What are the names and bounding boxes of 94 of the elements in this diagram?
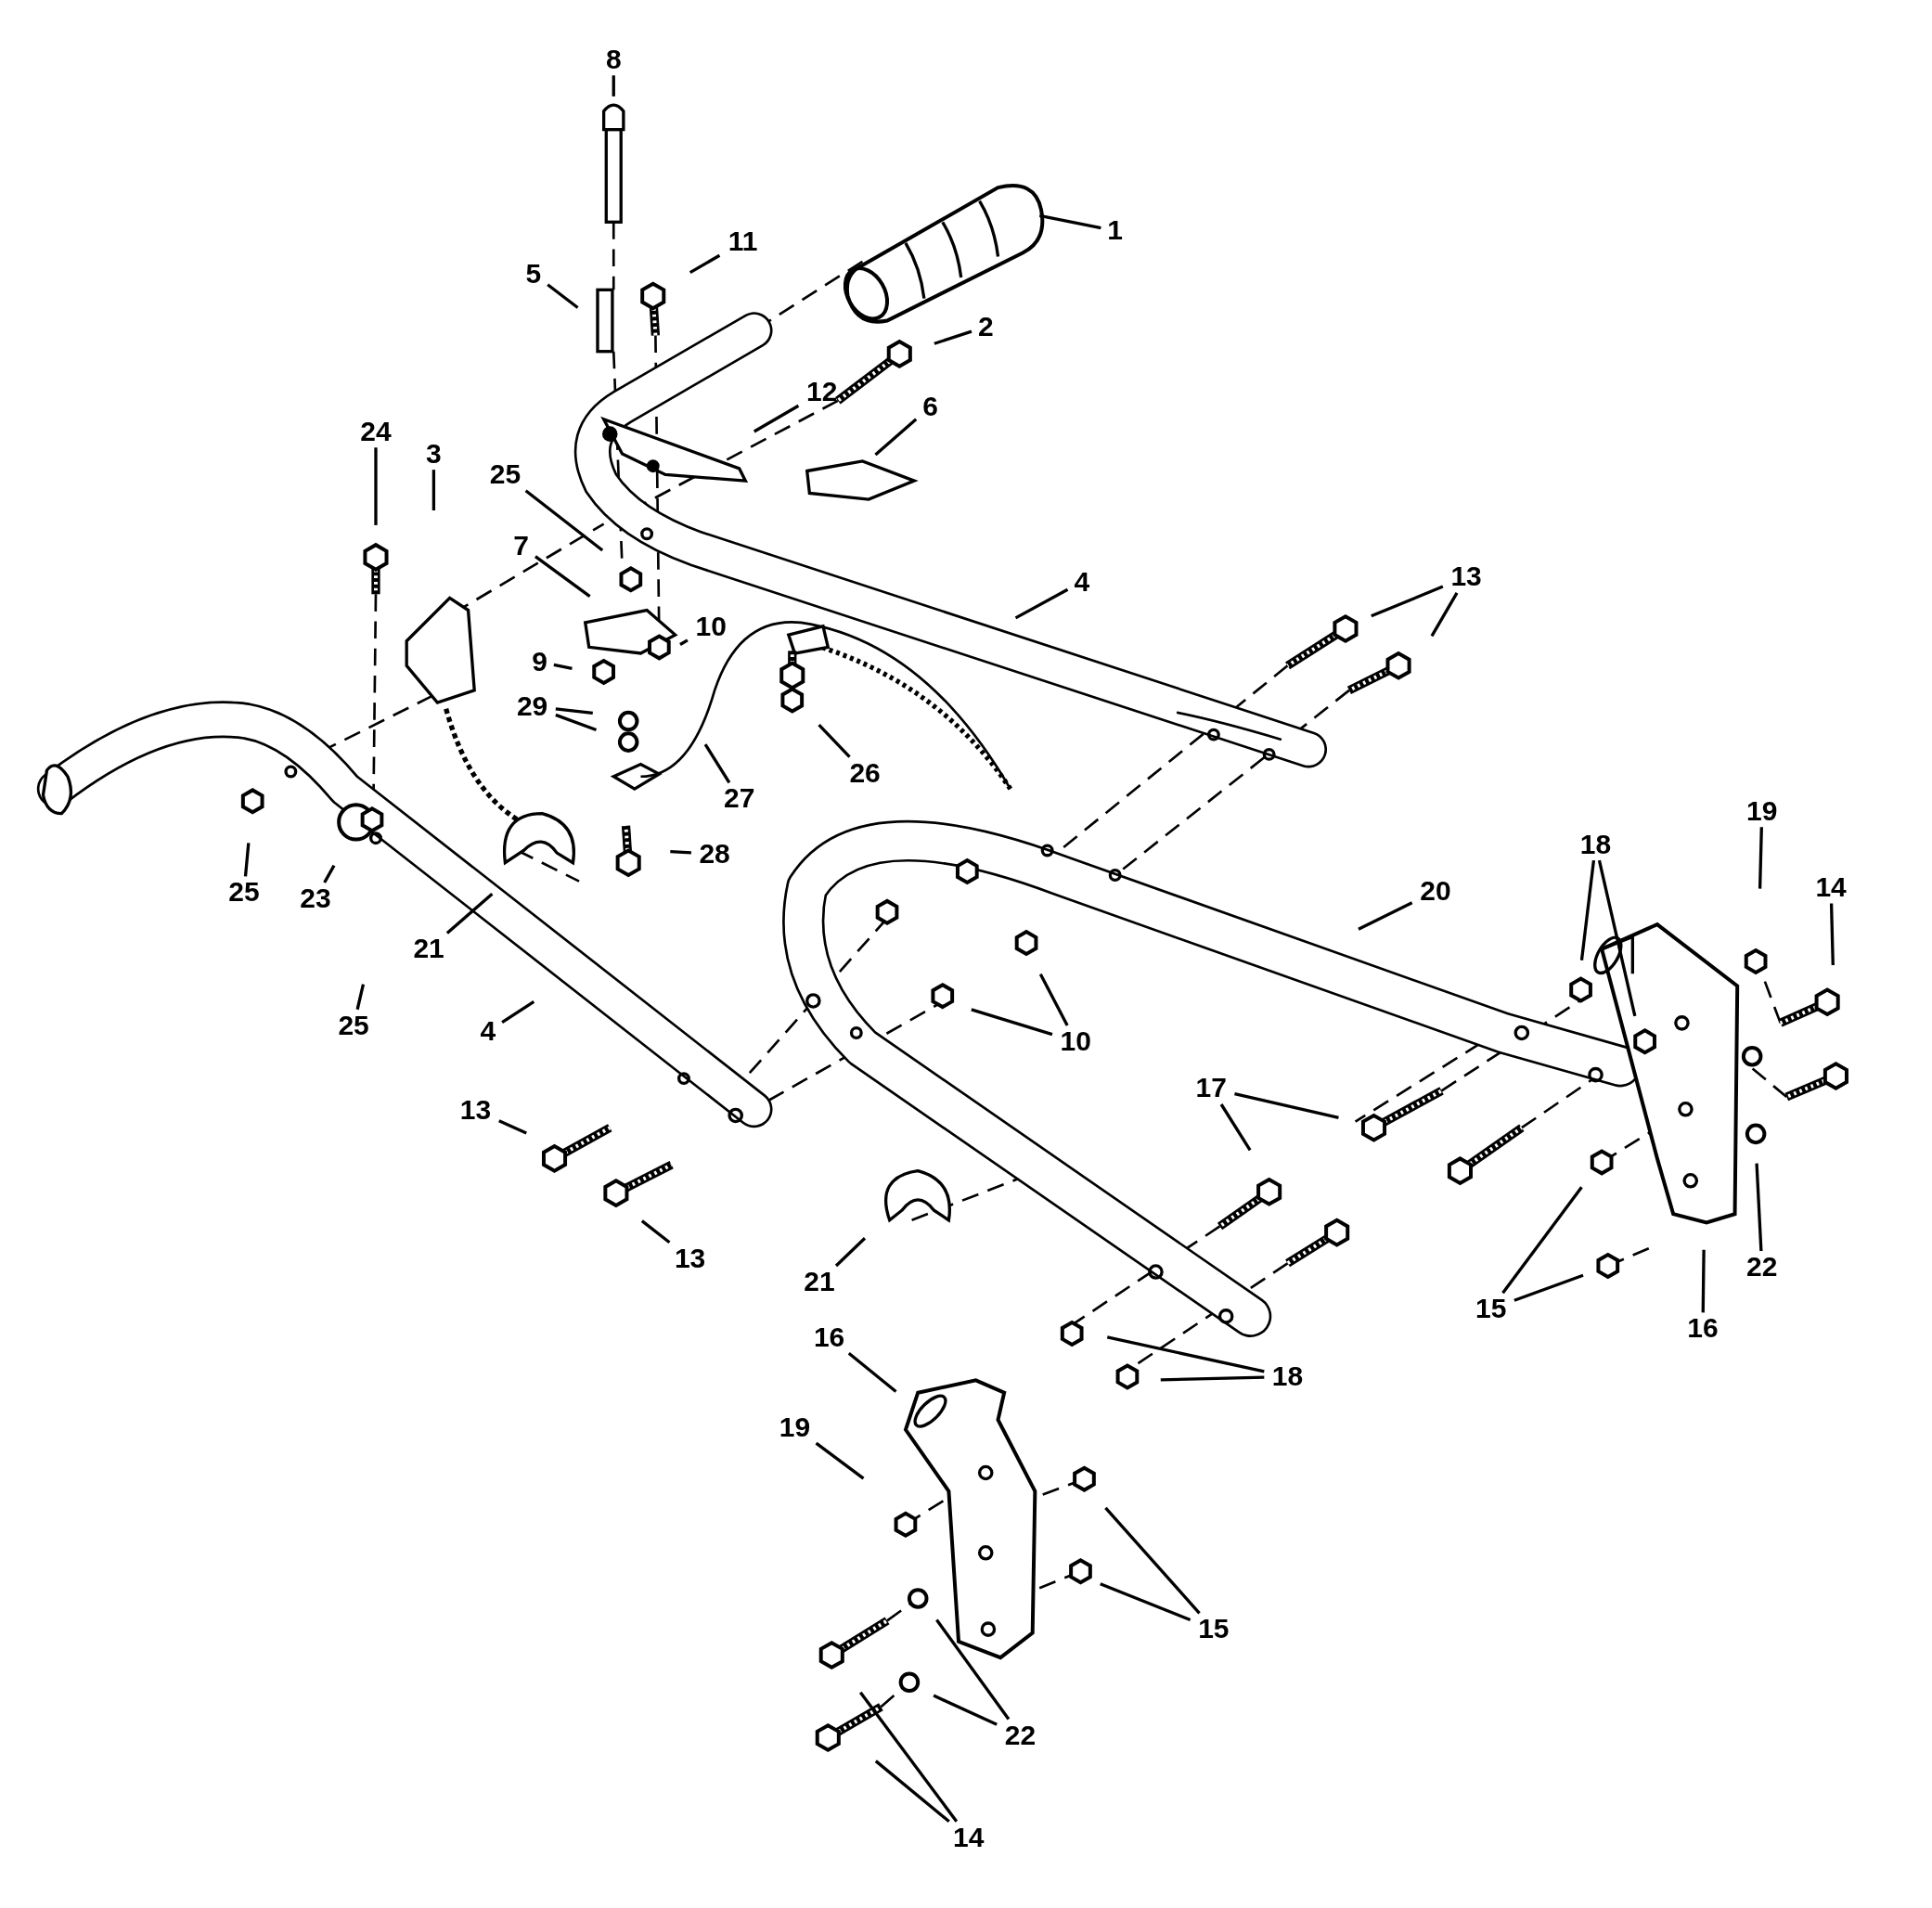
leader-line (612, 75, 615, 97)
callout-number: 18 (1271, 1362, 1304, 1391)
leader-line (1234, 1091, 1339, 1119)
callout-number: 5 (525, 259, 542, 288)
callout-number: 19 (779, 1412, 811, 1441)
callout-number: 13 (459, 1096, 492, 1125)
callout-number: 25 (489, 460, 522, 489)
callout-number: 17 (1195, 1074, 1227, 1102)
leader-line (858, 1691, 959, 1823)
leader-line (1701, 1249, 1706, 1313)
callout-number: 25 (338, 1011, 369, 1039)
callout-number: 13 (1450, 562, 1482, 591)
callout-number: 1 (1107, 216, 1123, 245)
callout-number: 13 (674, 1244, 706, 1272)
leader-line (935, 1618, 1011, 1721)
callout-number: 25 (228, 878, 260, 907)
callout-number: 15 (1198, 1615, 1230, 1644)
leader-line (1829, 903, 1835, 965)
leader-line (431, 470, 436, 510)
leader-line (498, 1119, 527, 1135)
callout-number: 8 (605, 45, 622, 73)
callout-number: 15 (1475, 1295, 1507, 1323)
leader-line (1219, 1103, 1252, 1152)
leader-line (1597, 859, 1637, 1017)
leader-line (445, 892, 494, 935)
leader-line (547, 283, 579, 309)
leader-line (1371, 585, 1444, 618)
leader-line (534, 555, 591, 598)
leader-line (555, 707, 593, 715)
leader-line (933, 1694, 998, 1726)
callout-number: 22 (1746, 1253, 1778, 1281)
leader-line (934, 329, 972, 345)
leader-line (1038, 973, 1069, 1026)
leader-line (1106, 1335, 1265, 1373)
leader-line (1758, 827, 1763, 889)
leader-line (243, 843, 251, 877)
leader-line (670, 849, 691, 855)
leader-line (815, 1441, 865, 1480)
callout-number: 6 (922, 393, 938, 421)
leader-line (1104, 1506, 1201, 1615)
callout-number: 10 (695, 612, 727, 640)
leader-line (874, 1760, 950, 1824)
callout-number: 2 (977, 312, 994, 341)
callout-number: 27 (724, 784, 755, 813)
callout-number: 23 (300, 883, 331, 912)
leader-line (971, 1008, 1053, 1037)
leader-line (834, 1237, 867, 1268)
leader-line (1160, 1375, 1265, 1382)
leader-line (874, 418, 918, 457)
leader-line (753, 404, 800, 433)
callout-number: 10 (1060, 1027, 1091, 1055)
callout-number: 22 (1004, 1721, 1037, 1749)
leader-line (553, 663, 573, 670)
callout-number: 20 (1420, 877, 1451, 905)
leader-line (555, 713, 598, 732)
leader-line (679, 638, 689, 646)
callout-number: 14 (952, 1823, 985, 1851)
leader-line (818, 724, 851, 758)
leader-line (1039, 213, 1101, 230)
callout-number: 29 (516, 691, 548, 720)
leader-line (1430, 592, 1459, 638)
leader-line (1014, 587, 1069, 620)
callout-number: 21 (804, 1267, 835, 1296)
callout-number: 24 (360, 417, 392, 445)
leader-line (847, 1351, 897, 1393)
leader-line (501, 999, 535, 1025)
callout-number: 18 (1579, 830, 1612, 858)
callout-number: 3 (426, 439, 442, 468)
callout-number: 28 (699, 840, 730, 869)
leader-line (640, 1219, 671, 1244)
callout-number: 26 (849, 758, 881, 787)
leader-line (1358, 901, 1413, 931)
leader-line (323, 864, 336, 883)
callout-number: 11 (728, 227, 758, 256)
callout-number: 16 (813, 1322, 845, 1351)
leader-line (1513, 1273, 1584, 1302)
callout-number: 21 (413, 935, 444, 963)
leader-line (1755, 1163, 1763, 1252)
callout-number: 14 (1815, 873, 1847, 901)
leader-line (374, 447, 378, 525)
callout-number: 19 (1746, 796, 1778, 825)
leader-line (689, 253, 721, 275)
leader-line (1579, 859, 1596, 960)
callout-number: 16 (1687, 1314, 1719, 1343)
callout-number: 12 (805, 378, 838, 406)
leader-line (703, 743, 731, 784)
leader-line (1100, 1582, 1191, 1622)
callout-number: 9 (532, 648, 547, 677)
leader-line (524, 489, 604, 552)
leader-line (1501, 1186, 1583, 1295)
callout-number: 4 (480, 1017, 496, 1046)
callout-number: 7 (513, 532, 529, 561)
leader-line (355, 984, 366, 1011)
callout-number: 4 (1074, 567, 1090, 596)
